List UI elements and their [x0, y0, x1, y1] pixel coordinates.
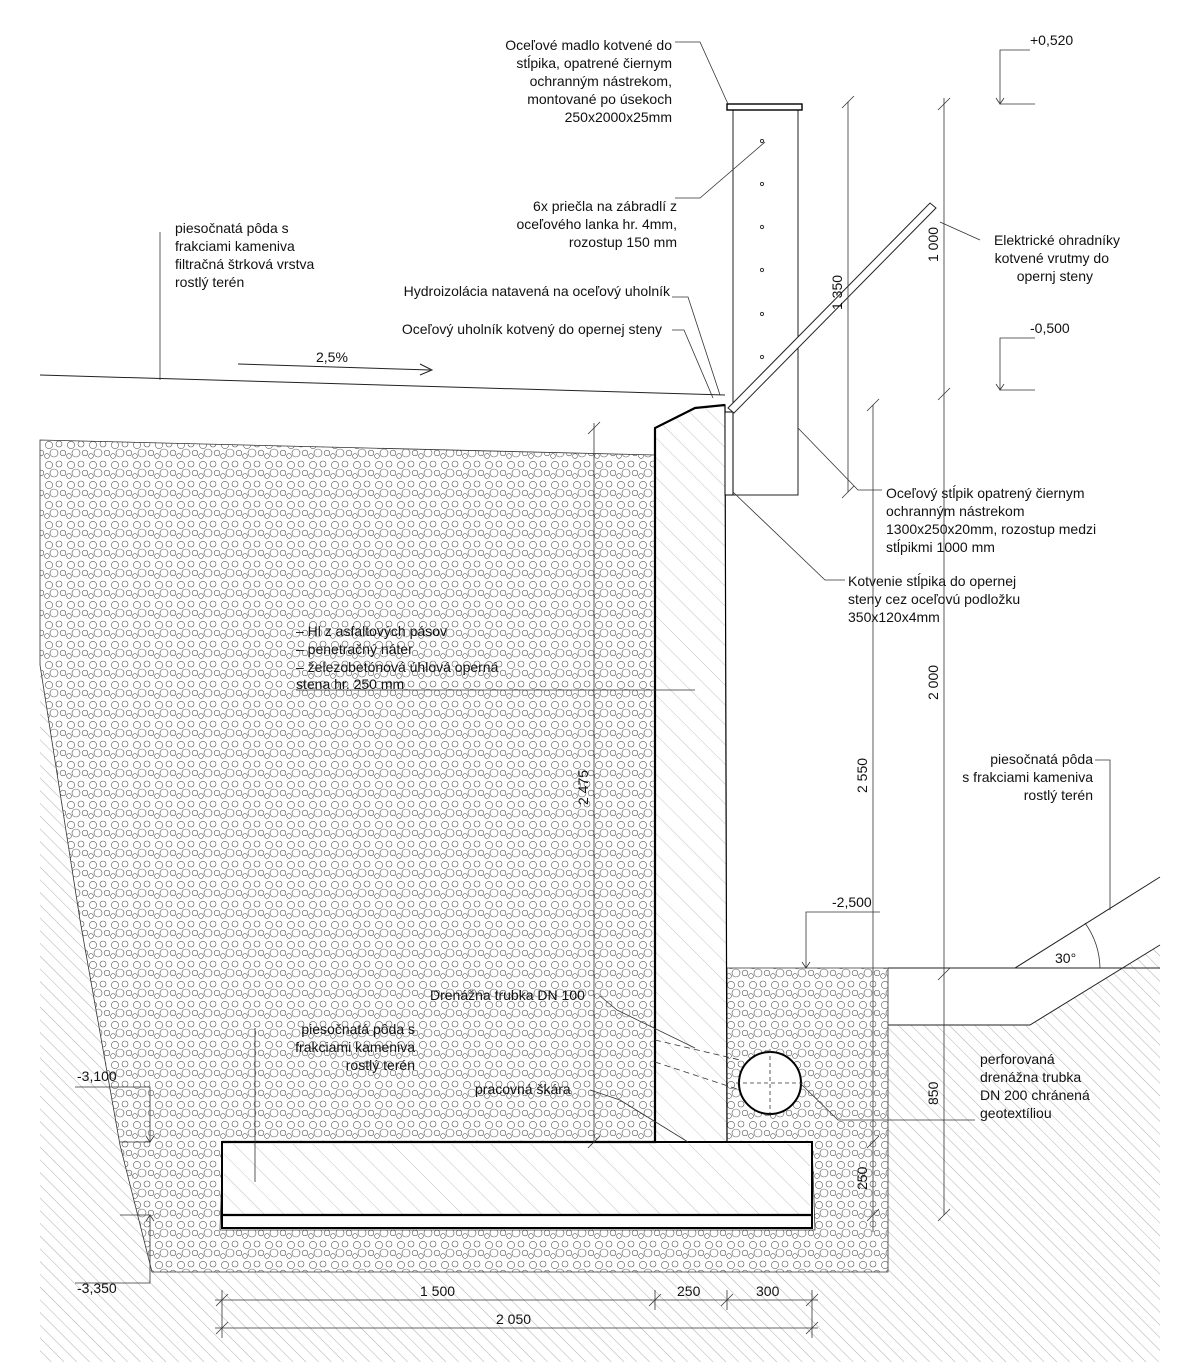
- svg-text:piesočnatá pôda s: piesočnatá pôda s: [175, 220, 289, 236]
- svg-text:– Hl z asfaltových pásov: – Hl z asfaltových pásov: [296, 623, 447, 639]
- footing-concrete-fill: [224, 1144, 810, 1214]
- svg-text:s frakciami kameniva: s frakciami kameniva: [962, 769, 1093, 785]
- svg-text:– penetračný náter: – penetračný náter: [296, 641, 413, 657]
- slope-label: 2,5%: [316, 349, 348, 365]
- steel-post: [732, 107, 799, 496]
- dim-wall-total: 2 550: [854, 758, 870, 793]
- svg-text:ochranným nástrekom,: ochranným nástrekom,: [530, 73, 672, 89]
- svg-text:Kotvenie stĺpika do opernej: Kotvenie stĺpika do opernej: [848, 572, 1016, 589]
- label-steel-post: Oceľový stĺpik opatrený čiernym ochranný…: [886, 484, 1096, 555]
- dim-footing-thickness: 250: [854, 1166, 870, 1190]
- svg-text:1300x250x20mm, rozostup medzi: 1300x250x20mm, rozostup medzi: [886, 521, 1096, 537]
- wall-outline: [222, 403, 726, 1144]
- svg-text:frakciami kameniva: frakciami kameniva: [175, 238, 295, 254]
- svg-text:drenážna trubka: drenážna trubka: [980, 1069, 1081, 1085]
- svg-text:250x2000x25mm: 250x2000x25mm: [565, 109, 672, 125]
- svg-text:stĺpika, opatrené čiernym: stĺpika, opatrené čiernym: [516, 54, 672, 71]
- label-drain-dn200: perforovaná drenážna trubka DN 200 chrán…: [980, 1051, 1090, 1121]
- level-footing-top: -3,100: [77, 1068, 117, 1084]
- svg-text:rozostup 150 mm: rozostup 150 mm: [569, 234, 677, 250]
- label-working-joint: pracovná škára: [475, 1081, 571, 1097]
- svg-text:rostlý terén: rostlý terén: [175, 274, 244, 290]
- label-angle-steel: Oceľový uholník kotvený do opernej steny: [402, 321, 662, 337]
- svg-text:350x120x4mm: 350x120x4mm: [848, 609, 940, 625]
- svg-text:opernj steny: opernj steny: [1017, 268, 1093, 284]
- label-soil-heel: piesočnatá pôda s frakciami kameniva ros…: [295, 1021, 415, 1073]
- svg-text:piesočnatá pôda s: piesočnatá pôda s: [301, 1021, 415, 1037]
- level-footing-bottom: -3,350: [77, 1280, 117, 1296]
- svg-text:piesočnatá pôda: piesočnatá pôda: [990, 751, 1093, 767]
- dim-wall-visible: 2 000: [925, 665, 941, 700]
- svg-text:kotvené vrutmy do: kotvené vrutmy do: [995, 250, 1110, 266]
- svg-text:stena hr. 250 mm: stena hr. 250 mm: [296, 676, 404, 692]
- label-crossbars: 6x priečla na zábradlí z oceľového lanka…: [516, 198, 677, 250]
- angle-label: 30°: [1055, 950, 1076, 966]
- svg-text:perforovaná: perforovaná: [980, 1051, 1055, 1067]
- handrail: [726, 103, 803, 111]
- svg-text:montované po úsekoch: montované po úsekoch: [527, 91, 672, 107]
- dim-footing-total: 2 050: [496, 1311, 531, 1327]
- svg-text:ochranným nástrekom: ochranným nástrekom: [886, 503, 1025, 519]
- dimension-lines: [75, 49, 1035, 1338]
- electric-fence-arm: [727, 202, 937, 414]
- svg-text:6x priečla na zábradlí z: 6x priečla na zábradlí z: [533, 198, 677, 214]
- svg-text:oceľového lanka hr. 4mm,: oceľového lanka hr. 4mm,: [516, 216, 677, 232]
- svg-text:frakciami kameniva: frakciami kameniva: [295, 1039, 415, 1055]
- label-handrail: Oceľové madlo kotvené do stĺpika, opatre…: [505, 37, 672, 125]
- level-front-ground: -2,500: [832, 894, 872, 910]
- svg-text:Elektrické ohradníky: Elektrické ohradníky: [994, 232, 1120, 248]
- svg-text:rostlý terén: rostlý terén: [1024, 787, 1093, 803]
- post-anchor-plate: [724, 411, 734, 496]
- svg-text:Oceľové madlo kotvené do: Oceľové madlo kotvené do: [505, 37, 672, 53]
- dim-railing-height: 1 000: [925, 227, 941, 262]
- svg-text:filtračná štrková vrstva: filtračná štrková vrstva: [175, 256, 314, 272]
- dim-footing-toe: 300: [756, 1283, 780, 1299]
- svg-text:steny cez oceľovú podložku: steny cez oceľovú podložku: [848, 591, 1020, 607]
- svg-text:stĺpikmi 1000 mm: stĺpikmi 1000 mm: [886, 538, 995, 555]
- level-ground: -0,500: [1030, 320, 1070, 336]
- label-electric-fence: Elektrické ohradníky kotvené vrutmy do o…: [994, 232, 1120, 284]
- dim-post-height: 1 350: [829, 275, 845, 310]
- dim-fill-depth: 2 475: [575, 770, 591, 805]
- dim-drain-zone: 850: [925, 1081, 941, 1105]
- wall-stem: [654, 404, 728, 1143]
- ground-line-back: [39, 374, 726, 396]
- natural-soil-left: [40, 665, 1160, 1362]
- dim-wall-thickness: 250: [677, 1283, 701, 1299]
- svg-text:DN 200 chránená: DN 200 chránená: [980, 1087, 1090, 1103]
- label-drain-dn100: Drenážna trubka DN 100: [430, 987, 585, 1003]
- label-waterproofing: Hydroizolácia natavená na oceľový uholní…: [404, 283, 671, 299]
- svg-text:rostlý terén: rostlý terén: [346, 1057, 415, 1073]
- svg-text:– železobetónová úhlová operná: – železobetónová úhlová operná: [296, 659, 499, 675]
- terrain-lower: [888, 944, 1161, 1026]
- label-soil-front: piesočnatá pôda s frakciami kameniva ros…: [962, 751, 1093, 803]
- level-top: +0,520: [1030, 32, 1073, 48]
- drain-pipe-dn100: [654, 1039, 741, 1091]
- label-wall-layers: – Hl z asfaltových pásov – penetračný ná…: [296, 623, 499, 692]
- svg-text:Oceľový stĺpik opatrený čierny: Oceľový stĺpik opatrený čiernym: [886, 484, 1085, 501]
- ground-slope-front: [1014, 876, 1161, 969]
- drain-pipe-dn200: [738, 1051, 802, 1115]
- crossbar-holes: [759, 138, 765, 360]
- label-post-anchor: Kotvenie stĺpika do opernej steny cez oc…: [848, 572, 1020, 625]
- dim-footing-heel: 1 500: [420, 1283, 455, 1299]
- svg-text:geotextíliou: geotextíliou: [980, 1105, 1052, 1121]
- label-soil-top: piesočnatá pôda s frakciami kameniva fil…: [175, 220, 314, 290]
- leader-lines: [159, 41, 1111, 1182]
